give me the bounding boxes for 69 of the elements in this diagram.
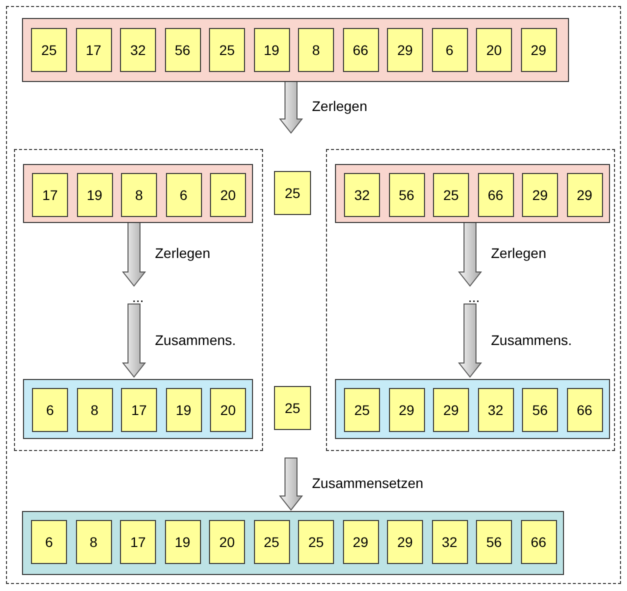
number-cell: 8: [298, 28, 334, 72]
number-cell: 17: [32, 173, 68, 217]
number-cell: 25: [209, 28, 245, 72]
block-arrow: [278, 80, 304, 134]
edge-label: Zerlegen: [490, 244, 548, 260]
array-bar: [22, 18, 569, 82]
number-cell: 29: [520, 28, 556, 72]
array-bar: [335, 379, 610, 439]
array-bar: [22, 511, 564, 575]
ellipsis-text: ...: [124, 288, 152, 306]
number-cell: 19: [166, 388, 202, 432]
dashed-group-frame: [14, 149, 263, 451]
array-bar: [23, 164, 253, 223]
dashed-group-frame: [6, 6, 621, 584]
number-cell: 56: [164, 28, 200, 72]
number-cell: 66: [520, 520, 556, 564]
number-cell: 32: [478, 388, 514, 432]
number-cell: 20: [210, 388, 246, 432]
number-cell: 19: [164, 520, 200, 564]
number-cell: 66: [566, 388, 602, 432]
number-cell: 32: [120, 28, 156, 72]
number-cell: 20: [210, 173, 246, 217]
number-cell: 29: [566, 173, 602, 217]
number-cell: 6: [32, 388, 68, 432]
block-arrow: [458, 304, 482, 378]
dashed-group-frame: [326, 149, 615, 451]
number-cell: 6: [166, 173, 202, 217]
number-cell: 8: [76, 388, 112, 432]
number-cell: 56: [476, 520, 512, 564]
number-cell: 17: [120, 520, 156, 564]
block-arrow: [278, 458, 304, 511]
number-cell: 25: [254, 520, 290, 564]
edge-label: Zerlegen: [311, 98, 368, 114]
array-bar: [23, 379, 253, 439]
number-cell: 19: [254, 28, 290, 72]
number-cell: 25: [433, 173, 469, 217]
number-cell: 66: [478, 173, 514, 217]
number-cell: 56: [388, 173, 424, 217]
number-cell: 29: [387, 520, 423, 564]
block-arrow: [458, 220, 482, 287]
number-cell: 25: [31, 28, 67, 72]
number-cell: 17: [76, 28, 112, 72]
number-cell: 56: [522, 388, 558, 432]
number-cell: 25: [274, 386, 311, 430]
number-cell: 6: [31, 520, 67, 564]
number-cell: 29: [522, 173, 558, 217]
number-cell: 6: [432, 28, 468, 72]
number-cell: 19: [76, 173, 112, 217]
number-cell: 32: [344, 173, 380, 217]
number-cell: 29: [388, 388, 424, 432]
number-cell: 25: [298, 520, 334, 564]
edge-label: Zusammensetzen: [311, 475, 424, 491]
number-cell: 25: [344, 388, 380, 432]
number-cell: 32: [432, 520, 468, 564]
number-cell: 20: [476, 28, 512, 72]
number-cell: 29: [387, 28, 423, 72]
number-cell: 8: [76, 520, 112, 564]
number-cell: 29: [342, 520, 378, 564]
number-cell: 25: [274, 171, 311, 215]
number-cell: 29: [433, 388, 469, 432]
number-cell: 66: [342, 28, 378, 72]
number-cell: 17: [121, 388, 157, 432]
array-bar: [335, 164, 610, 223]
number-cell: 8: [121, 173, 157, 217]
block-arrow: [122, 304, 146, 378]
edge-label: Zerlegen: [154, 244, 212, 260]
number-cell: 20: [209, 520, 245, 564]
block-arrow: [122, 220, 146, 287]
ellipsis-text: ...: [460, 288, 488, 306]
